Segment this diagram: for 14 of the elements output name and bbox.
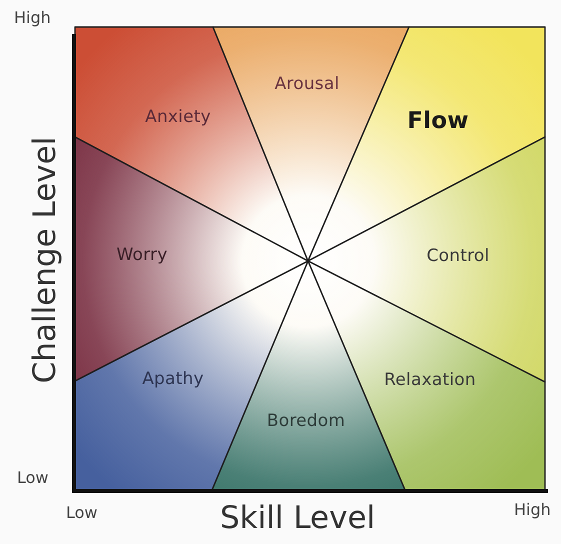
axis-tick-label: Low — [17, 468, 49, 487]
segment-label: Worry — [116, 245, 168, 265]
axis-tick-label: High — [14, 8, 51, 27]
axis-title: Challenge Level — [27, 136, 63, 384]
axis-tick-label: High — [514, 500, 551, 519]
segment-label: Boredom — [266, 411, 346, 431]
segment-label: Relaxation — [384, 370, 476, 390]
axis-title: Skill Level — [220, 500, 376, 536]
segment-label: Arousal — [274, 74, 340, 94]
segment-label: Control — [426, 246, 490, 266]
segment-label: Anxiety — [145, 107, 211, 127]
axis-tick-label: Low — [66, 503, 98, 522]
segment-label: Flow — [407, 108, 469, 134]
segment-label: Apathy — [142, 369, 204, 389]
